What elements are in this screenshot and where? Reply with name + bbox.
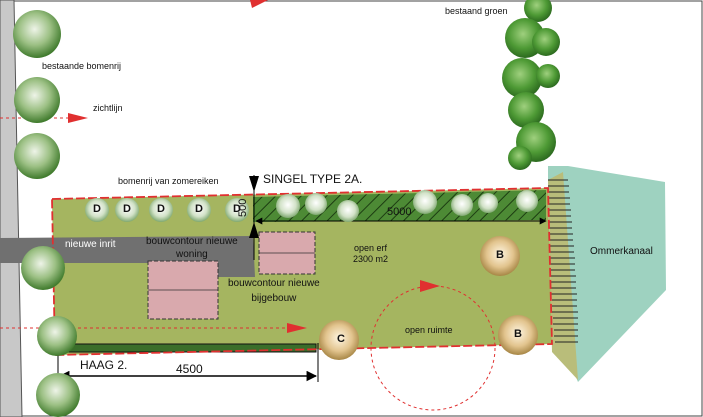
singel-shrubs — [276, 190, 538, 222]
label-singel: SINGEL TYPE 2A. — [263, 172, 363, 186]
label-bouwcontour-bijgebouw: bouwcontour nieuwe bijgebouw — [228, 278, 320, 304]
road-strip — [0, 0, 23, 417]
hedge-singel — [253, 190, 546, 222]
label-dim-4500: 4500 — [176, 362, 203, 376]
new-trees — [319, 236, 538, 360]
dim-500-arrow-top — [249, 176, 259, 192]
canal-water — [548, 166, 666, 382]
sightline-top-arrow — [68, 113, 88, 123]
tree-label-b2: B — [514, 328, 522, 340]
label-bomenrij-zomereiken: bomenrij van zomereiken — [118, 176, 219, 186]
label-bouwcontour-woning: bouwcontour nieuwe woning — [146, 236, 238, 260]
tree-label-d4: D — [195, 203, 203, 215]
tree-label-b1: B — [496, 249, 504, 261]
label-dim-5000: 5000 — [387, 206, 412, 218]
tree-label-c1: C — [337, 333, 345, 345]
canal-bank-ticks — [548, 179, 578, 343]
tree-label-d1: D — [93, 203, 101, 215]
existing-trees — [13, 10, 80, 417]
property-boundary — [51, 187, 553, 356]
tree-label-d5: D — [233, 203, 241, 215]
oak-row — [85, 198, 249, 222]
label-bestaand-groen: bestaand groen — [445, 6, 508, 16]
tree-label-d3: D — [157, 203, 165, 215]
dim-500-arrow-bottom — [249, 222, 259, 238]
label-open-erf: open erf 2300 m2 — [353, 243, 389, 264]
open-space-arrow — [420, 280, 440, 292]
label-ommerkanaal: Ommerkanaal — [590, 246, 653, 257]
sightline-north-arrow — [250, 0, 268, 8]
label-open-ruimte: open ruimte — [405, 325, 453, 335]
label-zichtlijn: zichtlijn — [93, 103, 123, 113]
tree-label-d2: D — [123, 203, 131, 215]
existing-green-cluster — [502, 0, 560, 170]
label-bestaande-bomenrij: bestaande bomenrij — [42, 61, 122, 71]
driveway — [0, 236, 255, 277]
label-nieuwe-inrit: nieuwe inrit — [65, 239, 116, 250]
sightline-bottom-arrow — [287, 323, 307, 333]
label-haag: HAAG 2. — [80, 358, 128, 372]
open-space-circle — [370, 285, 496, 411]
